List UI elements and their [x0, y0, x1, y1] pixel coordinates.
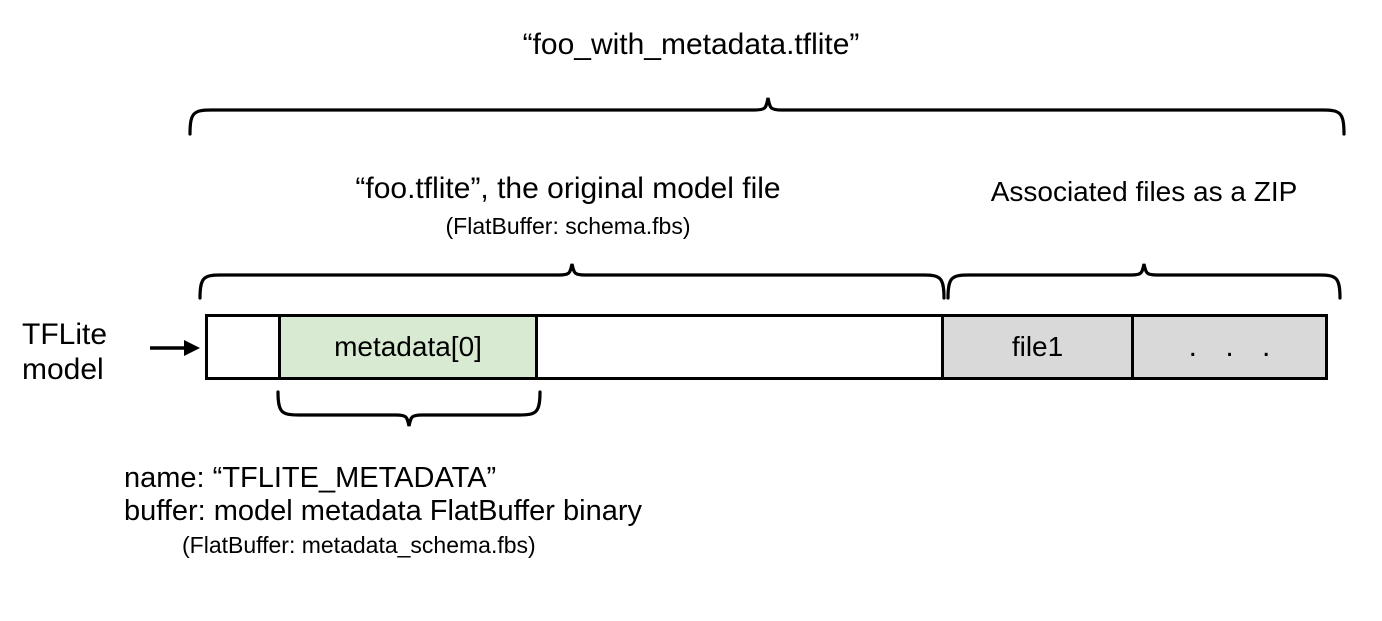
annotation-name: name: “TFLITE_METADATA” [124, 462, 497, 494]
arrow-right-icon [150, 340, 200, 356]
label-associated-files-zip: Associated files as a ZIP [990, 176, 1298, 207]
label-model-file-schema: (FlatBuffer: schema.fbs) [445, 213, 691, 239]
bar-segment-file1: file1 [941, 317, 1134, 377]
bar-segment-file1-label: file1 [1011, 331, 1064, 362]
bar-segment-ellipsis: . . . [1134, 317, 1325, 377]
label-model-file: “foo.tflite”, the original model file [355, 172, 781, 205]
bar-segment-ellipsis-label: . . . [1188, 330, 1281, 363]
left-caption: TFLite model [22, 318, 142, 387]
brace-model-file [198, 263, 946, 300]
left-caption-line1: TFLite [22, 318, 108, 351]
brace-whole-file [188, 97, 1346, 136]
brace-zip [946, 263, 1342, 300]
bar-segment-empty-mid [538, 317, 941, 377]
diagram-title: “foo_with_metadata.tflite” [522, 28, 860, 61]
bar-segment-empty-left [208, 317, 278, 377]
annotation-schema: (FlatBuffer: metadata_schema.fbs) [182, 531, 536, 558]
annotation-buffer: buffer: model metadata FlatBuffer binary [124, 495, 642, 528]
brace-metadata-detail [276, 390, 542, 427]
bar-segment-metadata-label: metadata[0] [334, 331, 482, 362]
left-caption-line2: model [22, 352, 104, 386]
bar-segment-metadata: metadata[0] [278, 317, 538, 377]
tflite-model-bar: metadata[0] file1 . . . [205, 314, 1328, 380]
metadata-annotation: name: “TFLITE_METADATA” buffer: model me… [124, 462, 642, 558]
